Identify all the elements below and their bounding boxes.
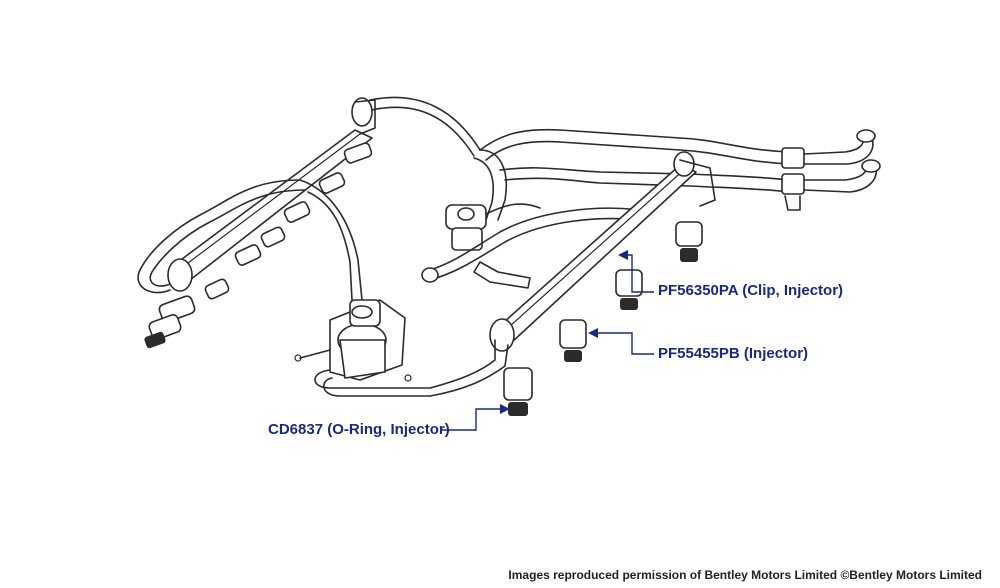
right-injector-2 (615, 269, 643, 310)
right-injector-1 (675, 221, 703, 262)
center-crossover-pipe (473, 128, 791, 221)
callout-oring-injector: CD6837 (O-Ring, Injector) (268, 421, 450, 438)
copyright-notice: Images reproduced permission of Bentley … (508, 568, 982, 582)
center-pressure-regulator (445, 203, 541, 289)
callout-clip-injector: PF56350PA (Clip, Injector) (658, 282, 844, 299)
callout-leader-clip (618, 250, 654, 293)
callout-leader-oring (440, 404, 510, 431)
left-injector-2 (260, 201, 311, 248)
left-injectors (144, 142, 373, 349)
callout-leader-injector (588, 328, 654, 355)
left-injector-1 (318, 142, 373, 194)
left-injector-3 (204, 244, 262, 300)
left-fuel-rail (137, 96, 481, 301)
lower-pressure-regulator (294, 299, 431, 397)
right-injector-3 (559, 319, 587, 362)
fuel-pipe-ends (781, 129, 881, 211)
right-fuel-rail (429, 151, 716, 397)
front-loop-pipe (421, 207, 641, 283)
right-injector-4 (503, 367, 533, 416)
left-injector-4 (144, 295, 196, 349)
callout-injector: PF55455PB (Injector) (658, 345, 809, 362)
right-injectors (503, 221, 703, 416)
